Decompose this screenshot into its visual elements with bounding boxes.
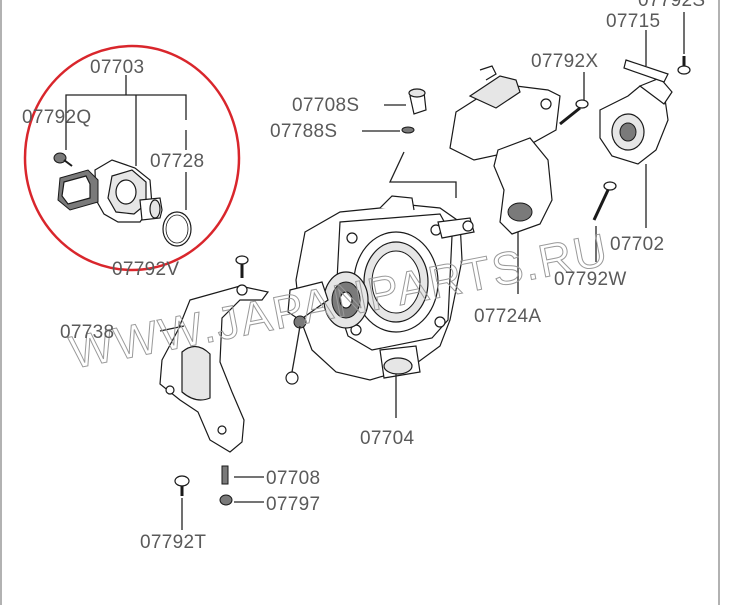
label-07738: 07738 — [60, 322, 114, 343]
bolt-07792v[interactable] — [235, 255, 249, 278]
label-07792s: 07792S — [638, 0, 705, 11]
label-07703: 07703 — [90, 57, 144, 78]
stud-07708[interactable] — [221, 465, 229, 485]
sensor-07708s[interactable] — [408, 88, 427, 115]
label-07792q: 07792Q — [22, 107, 91, 128]
bolt-07792x[interactable] — [559, 99, 589, 126]
seal-07788s — [401, 126, 415, 134]
label-07704: 07704 — [360, 428, 414, 449]
bolt-07792s[interactable] — [677, 56, 691, 75]
leader-throttle-top — [388, 151, 457, 198]
sensor-07702[interactable] — [599, 77, 673, 165]
label-07792x: 07792X — [531, 51, 598, 72]
label-07792t: 07792T — [140, 532, 206, 553]
label-07708s: 07708S — [292, 95, 359, 116]
label-07792w: 07792W — [554, 269, 627, 290]
bracket-07738[interactable] — [159, 284, 270, 453]
o-ring-07728[interactable] — [162, 211, 192, 247]
bolt-07792t[interactable] — [174, 475, 190, 496]
nut-07797[interactable] — [219, 494, 233, 506]
label-07728: 07728 — [150, 151, 204, 172]
label-07797: 07797 — [266, 494, 320, 515]
idle-air-control-valve[interactable] — [53, 152, 163, 223]
label-07715: 07715 — [606, 11, 660, 32]
label-07708: 07708 — [266, 468, 320, 489]
label-07792v: 07792V — [112, 259, 179, 280]
sensor-assembly-07724a[interactable] — [449, 65, 561, 235]
label-07702: 07702 — [610, 234, 664, 255]
bolt-07792w[interactable] — [592, 181, 617, 221]
throttle-body[interactable] — [285, 195, 475, 385]
plate-07715[interactable] — [623, 59, 669, 83]
highlight-circle — [23, 44, 241, 272]
o-ring-inner — [165, 214, 189, 244]
leader-07738 — [159, 325, 185, 332]
label-07724a: 07724A — [474, 306, 541, 327]
label-07788s: 07788S — [270, 121, 337, 142]
